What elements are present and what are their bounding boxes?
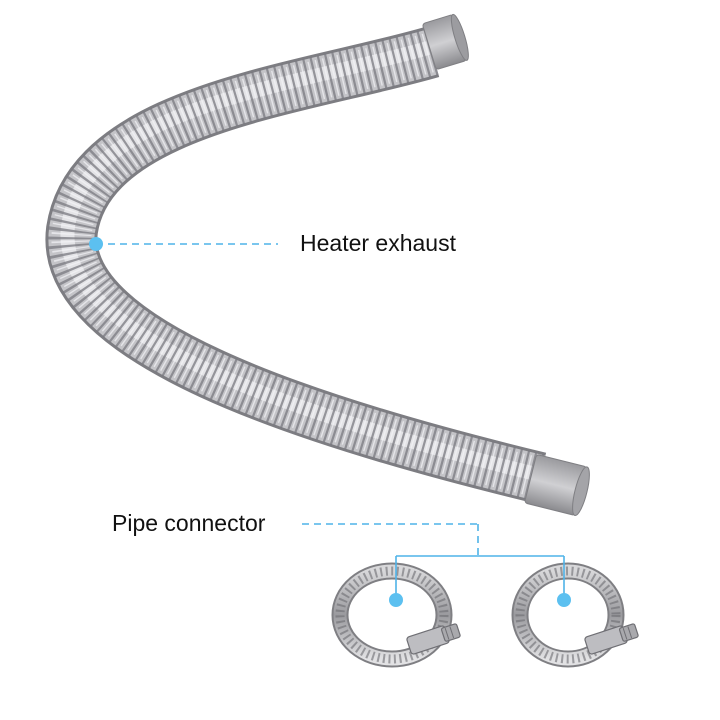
hose-end-cap-top (422, 13, 469, 70)
exhaust-hose (45, 27, 547, 504)
hose-end-cap-bottom (524, 454, 590, 517)
hose-clamp-right (511, 562, 639, 668)
hose-clamp-left (331, 562, 461, 668)
label-pipe-connector: Pipe connector (112, 510, 266, 536)
callout-heater-exhaust (89, 237, 278, 251)
label-heater-exhaust: Heater exhaust (300, 230, 456, 256)
hose-corrugation (47, 28, 546, 502)
callout-pipe-connector (302, 523, 571, 607)
hose-highlight (60, 41, 538, 481)
